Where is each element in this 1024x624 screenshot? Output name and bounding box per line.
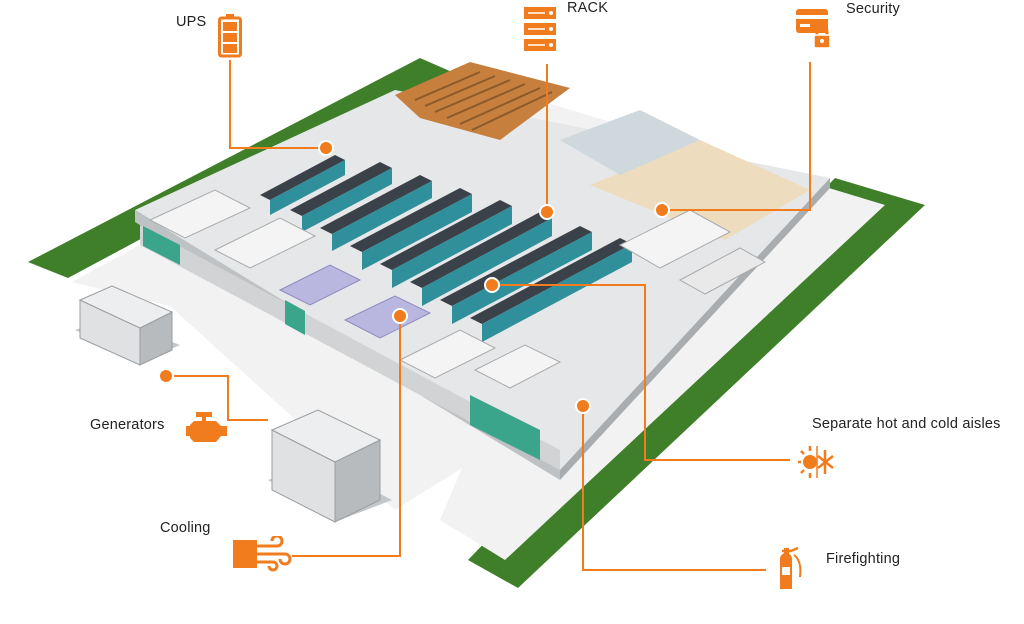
security-label: Security <box>846 1 900 17</box>
ups-label: UPS <box>176 14 207 30</box>
leader-line-security <box>662 62 811 211</box>
server-rack-icon <box>524 7 556 51</box>
leader-line-cooling <box>292 316 401 557</box>
building-wall-front-right <box>560 178 830 480</box>
battery-icon <box>218 14 242 58</box>
engine-icon <box>186 412 227 442</box>
card-lock-icon <box>796 9 831 49</box>
marker-security <box>654 202 670 218</box>
fire-extinguisher-icon <box>780 546 802 589</box>
rack-label: RACK <box>567 0 609 16</box>
side-rooms <box>148 189 767 389</box>
lobby-floor <box>590 140 810 240</box>
rack-rows <box>260 155 632 342</box>
auditorium <box>395 62 570 140</box>
marker-firefighting <box>575 398 591 414</box>
marker-ups <box>318 140 334 156</box>
building-south-wall <box>140 225 560 470</box>
leader-line-firefighting <box>582 406 766 571</box>
aisles-label: Separate hot and cold aisles <box>812 416 1001 432</box>
marker-generators <box>158 368 174 384</box>
leader-line-ups <box>229 60 326 149</box>
auditorium-seats <box>414 71 553 131</box>
firefighting-label: Firefighting <box>826 551 901 567</box>
cooling-label: Cooling <box>160 520 211 536</box>
glass-doors <box>143 226 540 460</box>
generator-2 <box>268 409 392 523</box>
airflow-icon <box>233 536 292 572</box>
hot-cold-icon <box>798 446 834 478</box>
generators-label: Generators <box>90 417 165 433</box>
generator-1 <box>75 285 180 366</box>
marker-aisles <box>484 277 500 293</box>
marker-cooling <box>392 308 408 324</box>
marker-rack <box>539 204 555 220</box>
leader-line-generators <box>166 375 268 421</box>
lobby-glass-wall <box>560 110 700 175</box>
leader-line-aisles <box>492 284 790 461</box>
